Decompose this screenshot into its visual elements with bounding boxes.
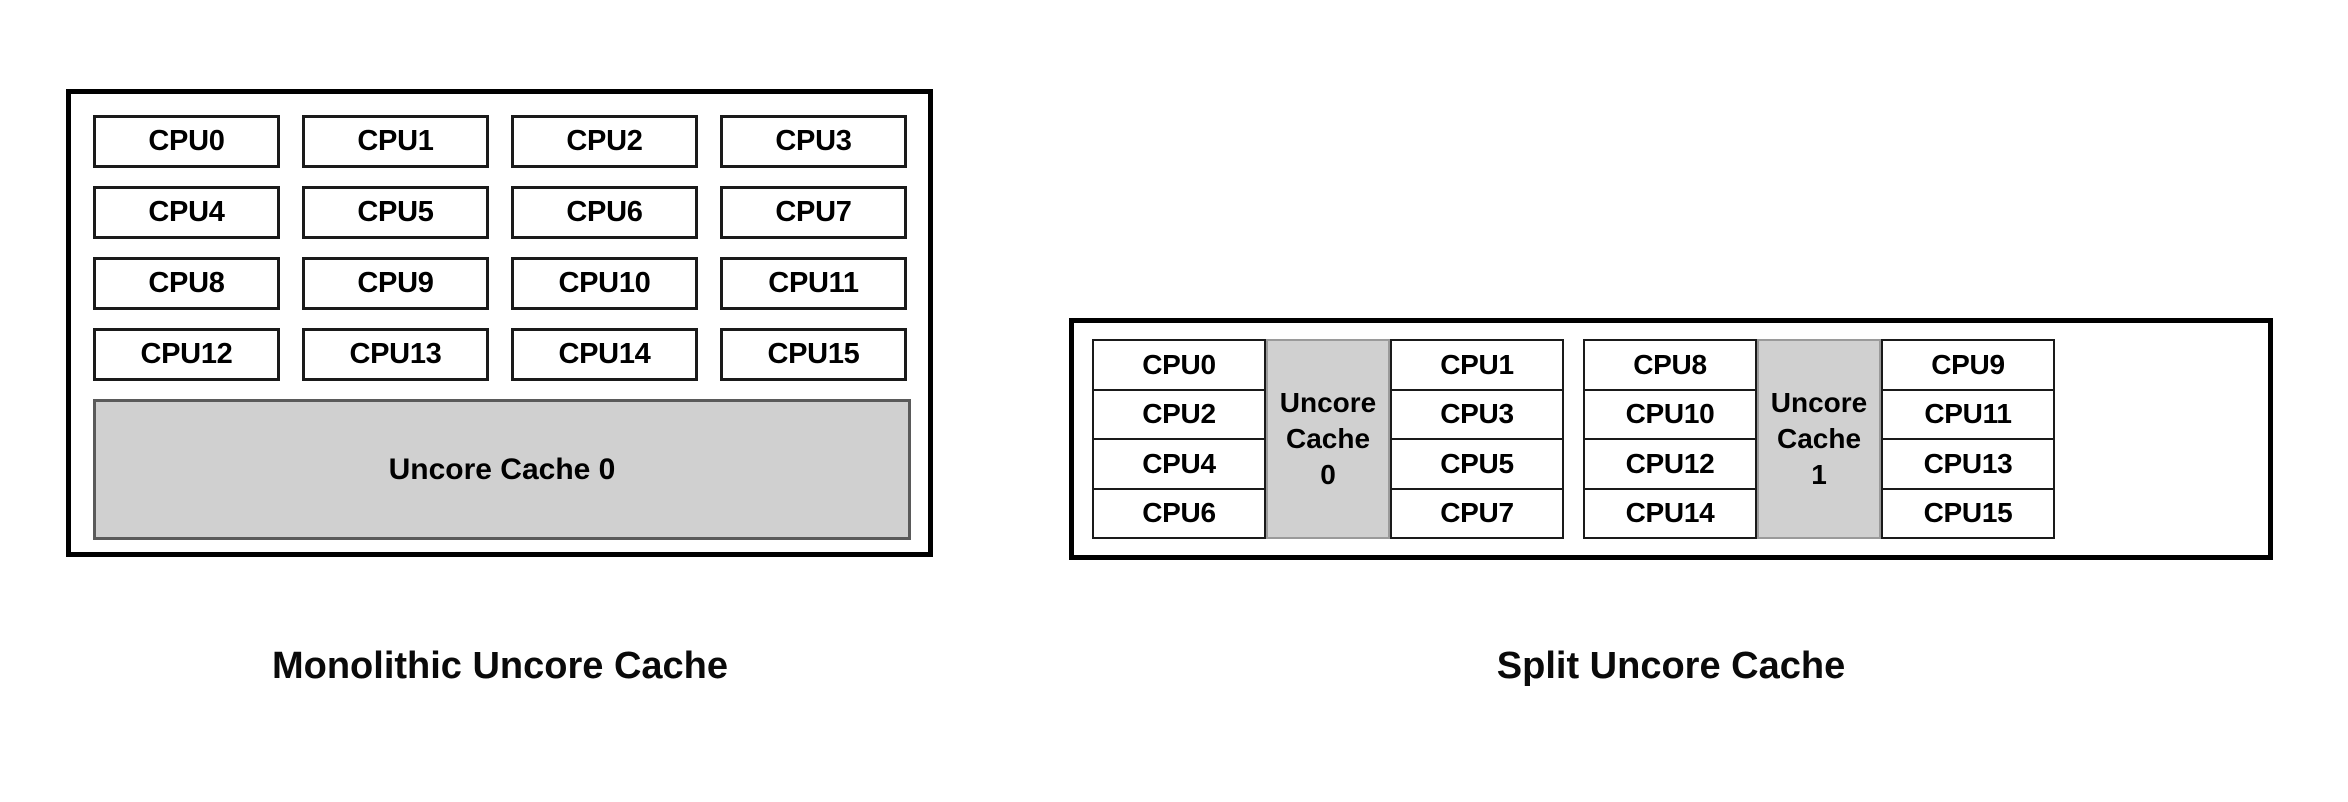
cpu-box: CPU1 [302,115,489,168]
cpu-box: CPU2 [511,115,698,168]
cpu-column-right: CPU9 CPU11 CPU13 CPU15 [1881,339,2055,539]
cpu-box: CPU12 [93,328,280,381]
cpu-box: CPU13 [1881,438,2055,490]
cpu-box: CPU4 [93,186,280,239]
split-caption: Split Uncore Cache [1496,645,1846,687]
cpu-column-left: CPU0 CPU2 CPU4 CPU6 [1092,339,1266,539]
cpu-box: CPU3 [720,115,907,168]
cpu-box: CPU7 [1390,487,1564,539]
monolithic-uncore-cache-diagram: CPU0 CPU1 CPU2 CPU3 CPU4 CPU5 CPU6 CPU7 … [66,89,933,557]
cpu-box: CPU10 [1583,388,1757,440]
cpu-box: CPU14 [511,328,698,381]
cpu-box: CPU9 [1881,339,2055,391]
cpu-box: CPU9 [302,257,489,310]
cpu-cluster: CPU8 CPU10 CPU12 CPU14 Uncore Cache 1 CP… [1583,339,2055,539]
cpu-box: CPU14 [1583,487,1757,539]
uncore-cache-label-line2: Cache [1776,423,1862,455]
cpu-box: CPU2 [1092,388,1266,440]
cpu-box: CPU13 [302,328,489,381]
split-uncore-cache-diagram: CPU0 CPU2 CPU4 CPU6 Uncore Cache 0 CPU1 … [1069,318,2273,560]
uncore-cache-block: Uncore Cache 0 [93,399,911,540]
cpu-box: CPU8 [93,257,280,310]
monolithic-caption: Monolithic Uncore Cache [271,645,729,687]
cpu-box: CPU0 [93,115,280,168]
uncore-cache-label-line1: Uncore [1770,387,1868,419]
cpu-box: CPU15 [720,328,907,381]
cpu-box: CPU5 [1390,438,1564,490]
uncore-cache-block: Uncore Cache 0 [1266,339,1390,539]
cpu-box: CPU0 [1092,339,1266,391]
cpu-box: CPU7 [720,186,907,239]
cpu-box: CPU11 [1881,388,2055,440]
cpu-box: CPU15 [1881,487,2055,539]
cpu-box: CPU6 [1092,487,1266,539]
uncore-cache-label-line1: Uncore [1279,387,1377,419]
cpu-box: CPU4 [1092,438,1266,490]
cpu-column-left: CPU8 CPU10 CPU12 CPU14 [1583,339,1757,539]
cpu-box: CPU11 [720,257,907,310]
cpu-box: CPU6 [511,186,698,239]
cpu-cluster: CPU0 CPU2 CPU4 CPU6 Uncore Cache 0 CPU1 … [1092,339,1564,539]
cpu-box: CPU12 [1583,438,1757,490]
cpu-grid: CPU0 CPU1 CPU2 CPU3 CPU4 CPU5 CPU6 CPU7 … [93,115,911,381]
cpu-box: CPU3 [1390,388,1564,440]
uncore-cache-label-line2: Cache [1285,423,1371,455]
cpu-box: CPU1 [1390,339,1564,391]
cpu-column-right: CPU1 CPU3 CPU5 CPU7 [1390,339,1564,539]
cpu-box: CPU5 [302,186,489,239]
cpu-box: CPU8 [1583,339,1757,391]
cpu-box: CPU10 [511,257,698,310]
uncore-cache-block: Uncore Cache 1 [1757,339,1881,539]
uncore-cache-label-line3: 0 [1320,458,1336,490]
uncore-cache-label-line3: 1 [1811,458,1827,490]
